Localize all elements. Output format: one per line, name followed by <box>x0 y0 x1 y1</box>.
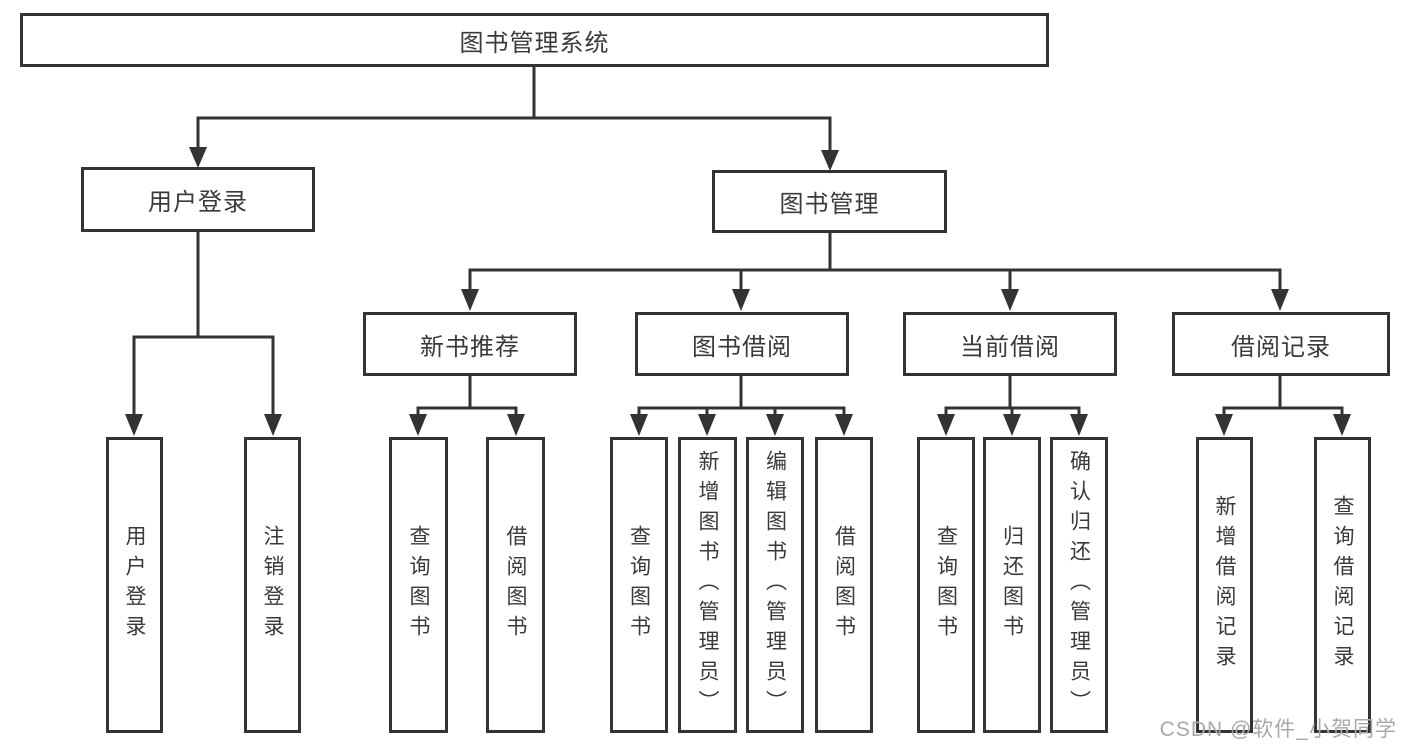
connector-level3 <box>468 268 1282 292</box>
node-current-borrow-label: 当前借阅 <box>960 333 1060 361</box>
connector-userlogin-split <box>132 335 275 416</box>
arrowhead <box>125 414 143 436</box>
leaf-query-books-current: 查询图书 <box>917 437 975 733</box>
leaf-query-books-borrow: 查询图书 <box>610 437 668 733</box>
leaf-borrow-books: 借阅图书 <box>815 437 873 733</box>
leaf-edit-book-admin: 编辑图书（管理员） <box>746 437 804 733</box>
arrowhead <box>630 414 648 436</box>
arrowhead <box>264 414 282 436</box>
arrowhead <box>409 414 427 436</box>
arrowhead <box>1001 289 1019 311</box>
node-new-book-recommend-label: 新书推荐 <box>420 333 520 361</box>
node-user-login-label: 用户登录 <box>148 189 248 216</box>
arrowhead <box>732 289 750 311</box>
arrowhead <box>835 414 853 436</box>
arrowhead <box>1215 414 1233 436</box>
watermark-text: CSDN @软件_小贺同学 <box>1159 718 1397 741</box>
arrowhead <box>1271 289 1289 311</box>
arrowhead <box>1333 414 1351 436</box>
node-book-management-label: 图书管理 <box>779 191 880 218</box>
node-book-management: 图书管理 <box>712 170 947 233</box>
node-borrow-records-label: 借阅记录 <box>1231 333 1331 361</box>
leaf-query-books-recommend: 查询图书 <box>389 437 448 733</box>
arrowhead <box>821 150 839 171</box>
node-root-label: 图书管理系统 <box>459 29 610 57</box>
arrowhead <box>1003 414 1021 436</box>
node-borrow-records: 借阅记录 <box>1172 312 1390 376</box>
arrowhead <box>507 414 525 436</box>
arrowhead <box>937 414 955 436</box>
leaf-query-borrow-record: 查询借阅记录 <box>1314 437 1371 733</box>
leaf-user-login: 用户登录 <box>106 437 163 733</box>
arrowhead <box>189 147 207 168</box>
arrowhead <box>698 414 716 436</box>
leaf-borrow-books-recommend: 借阅图书 <box>486 437 545 733</box>
leaf-add-book-admin: 新增图书（管理员） <box>678 437 737 733</box>
arrowheads <box>125 147 1351 436</box>
leaf-return-book: 归还图书 <box>983 437 1041 733</box>
connector-level2 <box>196 116 832 152</box>
arrowhead <box>461 289 479 311</box>
node-new-book-recommend: 新书推荐 <box>363 312 577 376</box>
node-book-borrow: 图书借阅 <box>635 312 849 376</box>
node-root: 图书管理系统 <box>20 13 1049 67</box>
leaf-logout: 注销登录 <box>244 437 301 733</box>
arrowhead <box>1070 414 1088 436</box>
leaf-confirm-return-admin: 确认归还（管理员） <box>1050 437 1108 733</box>
node-book-borrow-label: 图书借阅 <box>692 333 792 361</box>
node-current-borrow: 当前借阅 <box>903 312 1117 376</box>
node-user-login: 用户登录 <box>81 167 315 232</box>
arrowhead <box>766 414 784 436</box>
leaf-add-borrow-record: 新增借阅记录 <box>1196 437 1253 733</box>
